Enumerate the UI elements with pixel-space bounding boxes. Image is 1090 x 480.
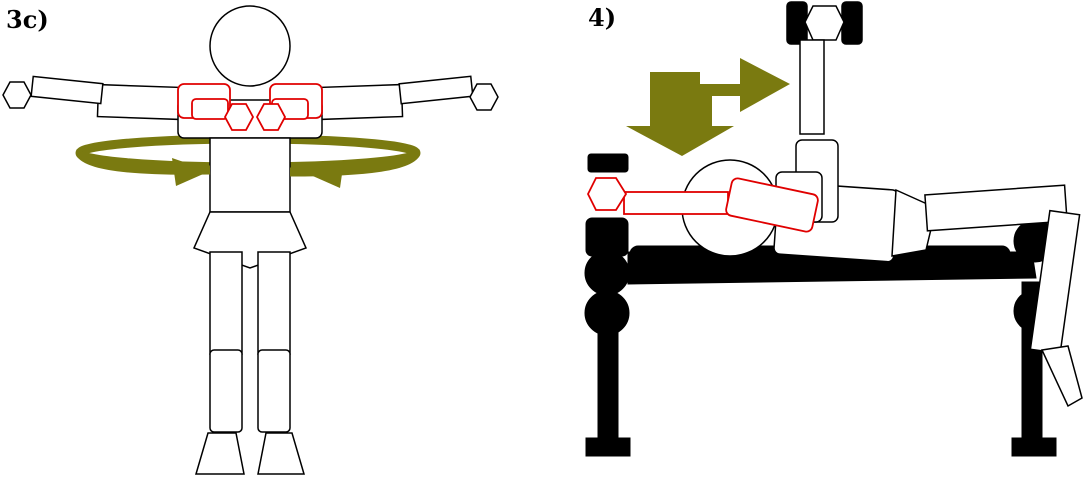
rotation-arrowhead-right xyxy=(306,160,344,188)
forearm xyxy=(799,39,825,135)
bench-knob-left-2 xyxy=(584,290,630,336)
thigh xyxy=(924,184,1068,232)
left-forearm xyxy=(30,75,104,105)
highlighted-arm xyxy=(586,177,819,233)
right-thigh xyxy=(257,251,291,355)
panel-label-3c: 3c) xyxy=(6,5,49,34)
foot xyxy=(1040,345,1083,408)
left-hand-hex xyxy=(2,81,32,109)
panel-label-4: 4) xyxy=(588,3,617,32)
bench-scene xyxy=(584,1,1083,457)
bench-knob-left-1 xyxy=(584,250,630,296)
highlighted-shoulders xyxy=(177,83,323,131)
right-upper-arm xyxy=(318,83,404,121)
dumbbell xyxy=(786,1,863,45)
standing-figure xyxy=(2,5,499,475)
right-hand-hex xyxy=(469,83,499,111)
rotation-arrowhead-left xyxy=(172,158,210,186)
left-thigh xyxy=(209,251,243,355)
right-shin xyxy=(257,349,291,433)
left-shin xyxy=(209,349,243,433)
bench-foot-left xyxy=(585,437,631,457)
head xyxy=(209,5,291,87)
right-forearm xyxy=(398,75,474,105)
movement-arrow xyxy=(626,58,790,156)
bench-foot-right xyxy=(1011,437,1057,457)
headrest-bar xyxy=(587,153,629,173)
left-upper-arm xyxy=(96,83,182,121)
bench-block-top xyxy=(585,217,629,257)
torso xyxy=(209,137,291,213)
left-foot xyxy=(194,432,245,475)
right-foot xyxy=(257,432,306,475)
